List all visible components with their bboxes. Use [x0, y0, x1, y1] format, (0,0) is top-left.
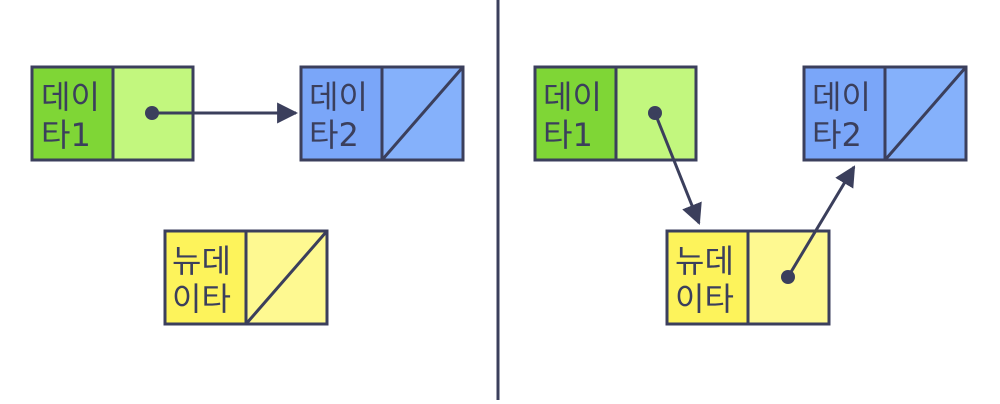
- node-data-cell: [665, 229, 750, 326]
- null-pointer-slash: [883, 66, 968, 161]
- null-pointer-slash: [380, 66, 465, 161]
- left-node-new: 뉴데 이타: [163, 229, 329, 326]
- node-label-line2: 타2: [812, 116, 862, 154]
- node-label-line1: 뉴데: [675, 242, 734, 280]
- node-label-line1: 데이: [41, 78, 100, 116]
- pointer-arrow: [653, 112, 702, 225]
- node-data-cell: [299, 65, 384, 162]
- node-data-cell: [802, 65, 887, 162]
- left-node-data2: 데이 타2: [299, 65, 465, 162]
- left-panel: 데이 타1 데이 타2 뉴데 이타: [30, 65, 465, 326]
- node-label-line1: 데이: [543, 78, 602, 116]
- node-label-line1: 데이: [309, 78, 368, 116]
- node-label-line2: 이타: [172, 280, 231, 318]
- node-label-line1: 데이: [812, 78, 871, 116]
- node-label-line2: 타1: [543, 116, 593, 154]
- node-label-line2: 타1: [41, 116, 91, 154]
- right-panel: 데이 타1 데이 타2 뉴데 이타: [533, 65, 968, 326]
- node-label-line2: 이타: [675, 280, 734, 318]
- right-pointer-data1-to-new: [648, 106, 702, 225]
- null-pointer-slash: [244, 230, 329, 325]
- right-pointer-new-to-data2: [781, 165, 856, 284]
- right-node-new: 뉴데 이타: [665, 229, 831, 326]
- pointer-arrow: [786, 165, 856, 278]
- right-node-data1: 데이 타1: [533, 65, 698, 162]
- left-node-data1: 데이 타1: [30, 65, 195, 162]
- right-node-data2: 데이 타2: [802, 65, 968, 162]
- node-label-line2: 타2: [309, 116, 359, 154]
- left-pointer-data1-to-data2: [145, 102, 299, 124]
- node-label-line1: 뉴데: [172, 242, 231, 280]
